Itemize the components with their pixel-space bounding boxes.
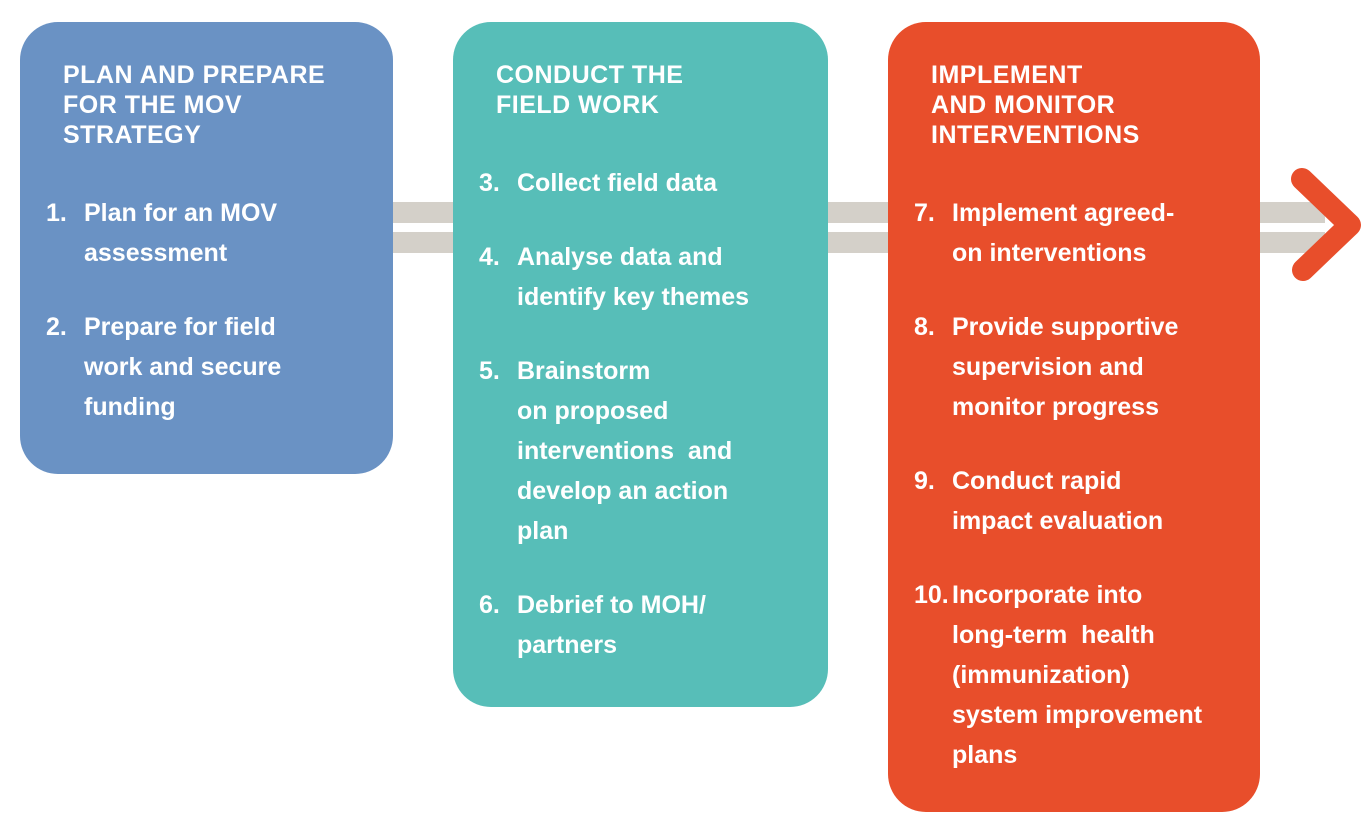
list-item: 2. Prepare for field work and secure fund… [20, 307, 393, 427]
list-item: 7. Implement agreed- on interventions [888, 193, 1260, 273]
item-number: 7. [914, 199, 935, 227]
connector-bar [391, 232, 455, 253]
item-text: Provide supportive supervision and monit… [952, 313, 1179, 421]
stage-item-list: 7. Implement agreed- on interventions 8. Pr… [888, 193, 1260, 775]
stage-title: CONDUCT THE FIELD WORK [496, 61, 684, 119]
item-number: 4. [479, 243, 500, 271]
item-text: Analyse data and identify key themes [517, 243, 750, 311]
stage-item-list: 1. Plan for an MOV assessment 2. Prepare fo… [20, 193, 393, 427]
stage-title: IMPLEMENT AND MONITOR INTERVENTIONS [931, 61, 1140, 149]
item-text: Debrief to MOH/ partners [517, 591, 706, 659]
list-item: 6. Debrief to MOH/ partners [453, 585, 828, 665]
item-text: Collect field data [517, 169, 718, 197]
item-text: Plan for an MOV assessment [84, 199, 278, 267]
connector-bar [826, 202, 890, 223]
item-text: Prepare for field work and secure fundin… [84, 313, 282, 421]
connector-bar [391, 202, 455, 223]
item-number: 8. [914, 313, 935, 341]
stage-box-implement-and-monitor: IMPLEMENT AND MONITOR INTERVENTIONS 7. Im… [888, 22, 1260, 812]
connector-bar [1258, 232, 1325, 253]
list-item: 9. Conduct rapid impact evaluation [888, 461, 1260, 541]
item-text: Implement agreed- on interventions [952, 199, 1175, 267]
stage-item-list: 3. Collect field data 4. Analyse data and i… [453, 163, 828, 665]
item-number: 9. [914, 467, 935, 495]
chevron-right-icon [1291, 168, 1361, 281]
connector-bar [1258, 202, 1325, 223]
item-number: 3. [479, 169, 500, 197]
item-number: 1. [46, 199, 67, 227]
stage-box-conduct-field-work: CONDUCT THE FIELD WORK 3. Collect field d… [453, 22, 828, 707]
stage-box-plan-and-prepare: PLAN AND PREPARE FOR THE MOV STRATEGY 1.… [20, 22, 393, 474]
item-number: 2. [46, 313, 67, 341]
item-number: 10. [914, 581, 949, 609]
item-text: Brainstorm on proposed interventions and… [517, 357, 733, 545]
stage-title: PLAN AND PREPARE FOR THE MOV STRATEGY [63, 61, 326, 149]
list-item: 8. Provide supportive supervision and mon… [888, 307, 1260, 427]
list-item: 4. Analyse data and identify key themes [453, 237, 828, 317]
list-item: 3. Collect field data [453, 163, 828, 203]
list-item: 10.Incorporate into long-term health (im… [888, 575, 1260, 775]
list-item: 5. Brainstorm on proposed interventions a… [453, 351, 828, 551]
item-number: 6. [479, 591, 500, 619]
item-text: Conduct rapid impact evaluation [952, 467, 1164, 535]
item-number: 5. [479, 357, 500, 385]
item-text: Incorporate into long-term health (immun… [952, 581, 1203, 769]
list-item: 1. Plan for an MOV assessment [20, 193, 393, 273]
connector-bar [826, 232, 890, 253]
